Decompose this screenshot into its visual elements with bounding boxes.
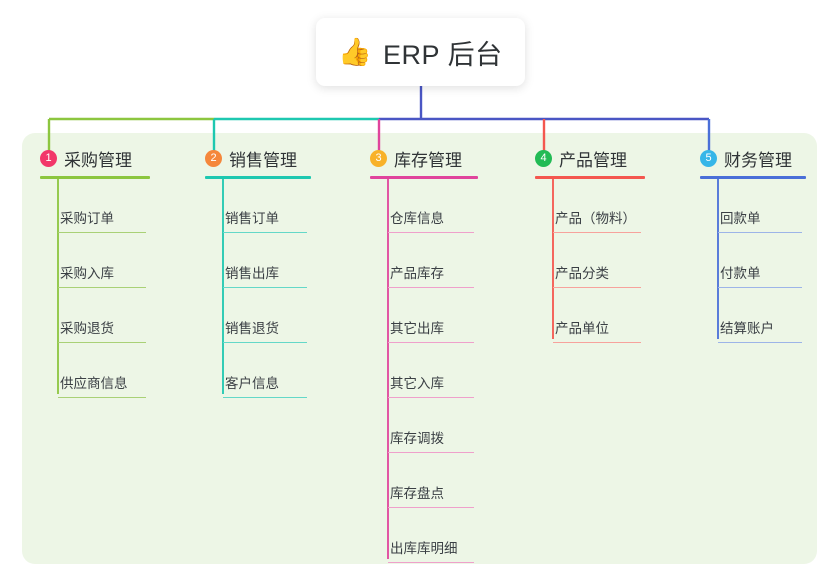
- branch-underline-5: [700, 176, 806, 179]
- branch-item[interactable]: 采购入库: [58, 262, 146, 288]
- branch-badge-2: 2: [205, 149, 222, 167]
- branch-underline-3: [370, 176, 478, 179]
- branch-item[interactable]: 销售出库: [223, 262, 307, 288]
- branch-item[interactable]: 付款单: [718, 262, 802, 288]
- branch-column-3: 3 库存管理: [370, 145, 478, 179]
- branch-badge-1: 1: [40, 149, 57, 167]
- branch-column-2: 2 销售管理: [205, 145, 311, 179]
- branch-item-label: 付款单: [720, 266, 761, 281]
- branch-title-3: 库存管理: [394, 150, 462, 170]
- branch-item[interactable]: 采购订单: [58, 207, 146, 233]
- branch-item[interactable]: 销售订单: [223, 207, 307, 233]
- branch-item[interactable]: 回款单: [718, 207, 802, 233]
- branch-item[interactable]: 采购退货: [58, 317, 146, 343]
- branch-item[interactable]: 产品分类: [553, 262, 641, 288]
- root-title: ERP 后台: [383, 39, 503, 70]
- branch-underline-4: [535, 176, 645, 179]
- branch-item[interactable]: 其它出库: [388, 317, 474, 343]
- branch-item-label: 采购入库: [60, 266, 114, 281]
- branch-item-label: 产品库存: [390, 266, 444, 281]
- root-node[interactable]: 👍 ERP 后台: [316, 18, 525, 86]
- thumbs-up-icon: 👍: [338, 36, 373, 67]
- branch-item-label: 采购退货: [60, 321, 114, 336]
- branch-badge-4: 4: [535, 149, 552, 167]
- branch-item[interactable]: 客户信息: [223, 372, 307, 398]
- branch-item-label: 出库库明细: [390, 541, 458, 556]
- branch-item-label: 回款单: [720, 211, 761, 226]
- branch-item[interactable]: 销售退货: [223, 317, 307, 343]
- branch-item-label: 客户信息: [225, 376, 279, 391]
- branch-item[interactable]: 产品库存: [388, 262, 474, 288]
- branch-column-4: 4 产品管理: [535, 145, 645, 179]
- branch-item-label: 销售出库: [225, 266, 279, 281]
- branch-title-1: 采购管理: [64, 150, 132, 170]
- branch-underline-1: [40, 176, 150, 179]
- branch-badge-5: 5: [700, 149, 717, 167]
- branch-column-1: 1 采购管理: [40, 145, 150, 179]
- branch-item-label: 销售订单: [225, 211, 279, 226]
- branch-item-label: 库存调拨: [390, 431, 444, 446]
- branch-item-label: 销售退货: [225, 321, 279, 336]
- branch-item-label: 其它出库: [390, 321, 444, 336]
- branch-header-4[interactable]: 4 产品管理: [535, 145, 645, 171]
- branch-title-5: 财务管理: [724, 150, 792, 170]
- branch-header-3[interactable]: 3 库存管理: [370, 145, 478, 171]
- branch-item-label: 其它入库: [390, 376, 444, 391]
- branch-header-1[interactable]: 1 采购管理: [40, 145, 150, 171]
- branch-item-label: 产品（物料）: [555, 211, 636, 226]
- branch-item[interactable]: 库存盘点: [388, 482, 474, 508]
- branch-item[interactable]: 产品单位: [553, 317, 641, 343]
- branch-item[interactable]: 仓库信息: [388, 207, 474, 233]
- branches-panel: [22, 133, 817, 564]
- branch-underline-2: [205, 176, 311, 179]
- branch-item[interactable]: 其它入库: [388, 372, 474, 398]
- branch-item-label: 仓库信息: [390, 211, 444, 226]
- branch-item[interactable]: 产品（物料）: [553, 207, 641, 233]
- branch-item[interactable]: 出库库明细: [388, 537, 474, 563]
- branch-item-label: 采购订单: [60, 211, 114, 226]
- branch-item-label: 库存盘点: [390, 486, 444, 501]
- branch-item-label: 供应商信息: [60, 376, 128, 391]
- branch-title-4: 产品管理: [559, 150, 627, 170]
- branch-column-5: 5 财务管理: [700, 145, 806, 179]
- branch-item[interactable]: 结算账户: [718, 317, 802, 343]
- branch-item[interactable]: 库存调拨: [388, 427, 474, 453]
- branch-header-5[interactable]: 5 财务管理: [700, 145, 806, 171]
- branch-item-label: 产品分类: [555, 266, 609, 281]
- branch-title-2: 销售管理: [229, 150, 297, 170]
- branch-badge-3: 3: [370, 149, 387, 167]
- branch-item[interactable]: 供应商信息: [58, 372, 146, 398]
- branch-header-2[interactable]: 2 销售管理: [205, 145, 311, 171]
- branch-item-label: 产品单位: [555, 321, 609, 336]
- branch-item-label: 结算账户: [720, 321, 774, 336]
